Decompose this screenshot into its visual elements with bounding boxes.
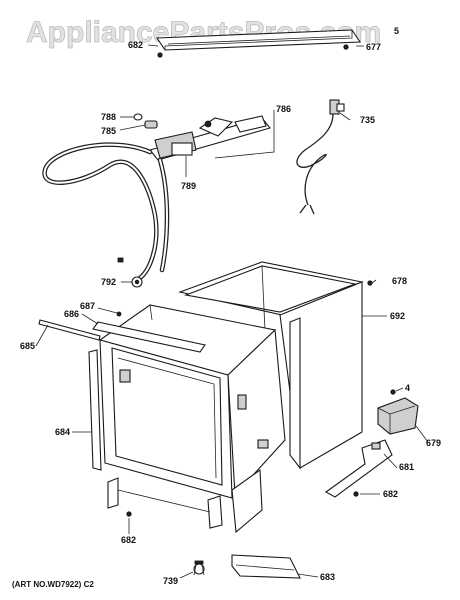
callout-682-right: 682 <box>383 489 398 499</box>
outer-cabinet-692 <box>178 261 364 470</box>
screw-682-top <box>157 52 163 58</box>
fill-valve-bracket <box>149 115 271 161</box>
leader-lines <box>35 44 429 579</box>
callout-686: 686 <box>64 309 79 319</box>
screw-4 <box>390 389 396 395</box>
front-rail-683 <box>231 554 301 579</box>
screw-677 <box>343 44 349 50</box>
power-cord-735 <box>296 99 345 215</box>
callout-682-bottom: 682 <box>121 535 136 545</box>
leveling-bracket-681 <box>324 439 393 498</box>
callout-5: 5 <box>394 26 399 36</box>
tub-base-frame <box>107 468 263 534</box>
trim-strip-686 <box>92 321 206 353</box>
callout-685: 685 <box>20 341 35 351</box>
clamp-792 <box>131 276 143 288</box>
side-trim-684 <box>88 349 102 471</box>
callout-786: 786 <box>276 104 291 114</box>
callout-677: 677 <box>366 42 381 52</box>
callout-792: 792 <box>101 277 116 287</box>
callout-739: 739 <box>163 576 178 586</box>
callout-785: 785 <box>101 126 116 136</box>
leveling-leg-739 <box>193 560 205 576</box>
top-rail-part <box>155 29 362 51</box>
callout-678: 678 <box>392 276 407 286</box>
fill-hose <box>42 142 170 281</box>
screw-687 <box>116 311 122 317</box>
callout-4: 4 <box>405 383 410 393</box>
callout-679: 679 <box>426 438 441 448</box>
screw-682-right <box>353 491 359 497</box>
callout-683: 683 <box>320 572 335 582</box>
callout-788: 788 <box>101 112 116 122</box>
bracket-679 <box>377 397 419 435</box>
callout-682-top: 682 <box>128 40 143 50</box>
callout-692: 692 <box>390 311 405 321</box>
callout-684: 684 <box>55 427 70 437</box>
callout-labels: 5 682 677 788 785 786 735 789 792 678 68… <box>20 26 441 586</box>
callout-735: 735 <box>360 115 375 125</box>
grommet-788 <box>133 113 143 121</box>
callout-681: 681 <box>399 462 414 472</box>
fitting-785 <box>144 120 158 129</box>
dishwasher-tub <box>98 304 286 499</box>
art-number: (ART NO.WD7922) C2 <box>12 580 94 589</box>
screw-678 <box>367 280 373 286</box>
screw-682-bottom <box>126 511 132 517</box>
trim-strip-685 <box>38 319 101 341</box>
callout-789: 789 <box>181 181 196 191</box>
callout-687: 687 <box>80 301 95 311</box>
